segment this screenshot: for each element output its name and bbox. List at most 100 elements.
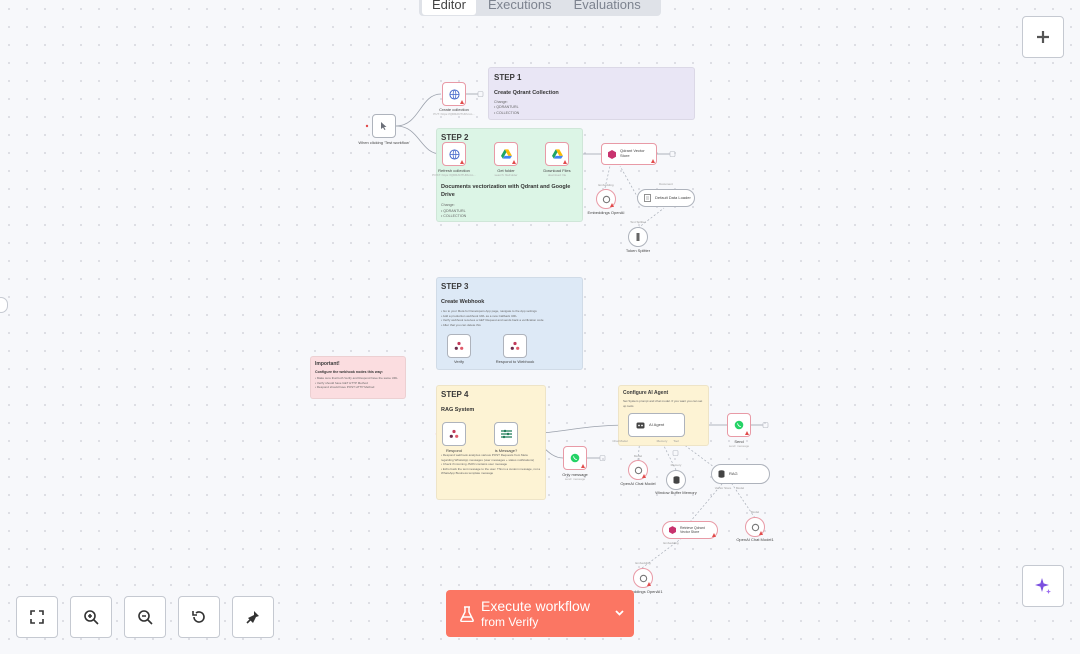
openai-icon <box>602 195 610 203</box>
qdrant-icon <box>669 526 676 534</box>
node-label: Window Buffer Memory <box>655 490 697 495</box>
node-openai-chat-model-1[interactable] <box>745 517 765 537</box>
node-send[interactable] <box>727 413 751 437</box>
sticky-line: Change: <box>494 100 508 104</box>
node-embeddings-openai-1[interactable] <box>633 568 653 588</box>
robot-icon <box>636 422 645 429</box>
node-ai-agent[interactable]: AI Agent <box>628 413 685 437</box>
tab-editor[interactable]: Editor <box>422 0 476 15</box>
node-subtitle: download: file <box>547 173 567 177</box>
sticky-important[interactable]: Important! Configure the webhook nodes t… <box>310 356 406 399</box>
sticky-title: Configure AI Agent <box>623 390 669 396</box>
document-icon <box>644 194 651 202</box>
node-label: AI Agent <box>649 421 665 427</box>
sticky-title: STEP 3 <box>441 282 469 291</box>
node-embeddings-openai[interactable] <box>596 189 616 209</box>
node-respond-to-webhook[interactable] <box>503 334 527 358</box>
node-manual-trigger[interactable] <box>372 114 396 138</box>
node-create-collection[interactable] <box>442 82 466 106</box>
node-label: Respond to Webhook <box>495 359 535 364</box>
sticky-body: Change: • QDRANTURL • COLLECTION <box>494 100 689 116</box>
sticky-title: Important! <box>315 361 340 367</box>
node-rag-tool[interactable]: RAG <box>711 464 770 484</box>
zoom-out-icon <box>138 610 153 625</box>
node-label: Default Data Loader <box>655 194 691 200</box>
node-openai-chat-model[interactable] <box>628 460 648 480</box>
openai-icon <box>639 574 647 582</box>
execute-workflow-button[interactable]: Execute workflow from Verify <box>446 590 634 637</box>
node-tag: Model <box>735 486 745 490</box>
sticky-line: • After that you can delete this <box>441 322 481 327</box>
openai-icon <box>751 523 759 531</box>
node-refresh-collection[interactable] <box>442 142 466 166</box>
whatsapp-icon <box>570 453 580 463</box>
sticky-line: • Verify should have GET HTTP Method <box>315 380 368 385</box>
sticky-subtitle: Create Qdrant Collection <box>494 90 559 96</box>
sticky-body: • Respond webhook analyzes various POST … <box>441 453 541 476</box>
node-verify-webhook[interactable] <box>447 334 471 358</box>
node-tag: Vector Store <box>714 486 732 490</box>
globe-icon <box>448 148 460 160</box>
node-tag: Document <box>659 182 673 186</box>
add-node-button[interactable] <box>1022 16 1064 58</box>
tidy-up-icon <box>246 611 259 624</box>
node-subtitle: send: message <box>564 477 586 481</box>
sticky-line: • Check if incoming JSON contains user m… <box>441 462 508 466</box>
sticky-body: • Make sure that both Verify and Respond… <box>315 376 401 390</box>
qdrant-icon <box>608 149 616 159</box>
node-download-files[interactable] <box>545 142 569 166</box>
node-is-message[interactable] <box>494 422 518 446</box>
node-get-folder[interactable] <box>494 142 518 166</box>
node-label: Embeddings OpenAI1 <box>623 589 663 594</box>
zoom-in-button[interactable] <box>70 596 112 638</box>
node-label: Verify <box>453 359 464 364</box>
webhook-icon <box>454 341 464 350</box>
ai-assistant-button[interactable] <box>1022 565 1064 607</box>
sticky-line: • Verify webhook receives a GET Request … <box>441 318 544 322</box>
node-tag: Tool <box>673 439 679 443</box>
node-label: Retrieve Qdrant Vector Store <box>680 525 705 534</box>
database-icon <box>673 476 679 484</box>
sticky-step-1[interactable]: STEP 1 Create Qdrant Collection Change: … <box>488 67 695 120</box>
sticky-line: Change: <box>441 203 455 208</box>
tab-evaluations[interactable]: Evaluations <box>573 0 641 12</box>
splitter-icon <box>636 233 640 241</box>
database-icon <box>718 470 725 478</box>
sticky-title: STEP 2 <box>441 133 469 142</box>
node-subtitle: search: fileFolder <box>494 173 518 177</box>
node-token-splitter[interactable] <box>628 227 648 247</box>
node-respond-webhook[interactable] <box>442 422 466 446</box>
node-tag: Memory <box>656 439 668 443</box>
tab-executions[interactable]: Executions <box>487 0 552 12</box>
filter-icon <box>500 429 512 439</box>
openai-icon <box>634 466 642 474</box>
node-default-data-loader[interactable]: Default Data Loader <box>637 189 695 207</box>
node-qdrant-vector-store[interactable]: Qdrant Vector Store <box>601 143 657 165</box>
node-only-message[interactable] <box>563 446 587 470</box>
node-retrieve-qdrant-store[interactable]: Retrieve Qdrant Vector Store <box>662 521 718 539</box>
node-label: Token Splitter <box>625 248 651 253</box>
fit-view-icon <box>30 610 44 624</box>
sticky-line: • Respond webhook analyzes various POST … <box>441 453 535 462</box>
sticky-body: Set System prompt and chat model. If you… <box>623 399 703 408</box>
node-tag: Model <box>750 510 760 514</box>
sticky-subtitle: Create Webhook <box>441 299 485 305</box>
view-tabs: Editor Executions Evaluations <box>419 0 661 16</box>
zoom-out-button[interactable] <box>124 596 166 638</box>
node-label: OpenAI Chat Model1 <box>736 537 774 542</box>
reset-zoom-button[interactable] <box>178 596 220 638</box>
sticky-line: • Make sure that both Verify and Respond… <box>315 376 398 380</box>
node-tag: Chat Model <box>612 439 628 443</box>
node-label: is Message? <box>494 448 518 453</box>
node-window-buffer-memory[interactable] <box>666 470 686 490</box>
sticky-line: • QDRANTURL <box>494 105 519 110</box>
sticky-body: • Go to your Meta for Developers App pag… <box>441 309 578 327</box>
fit-view-button[interactable] <box>16 596 58 638</box>
sticky-line: • Respond should have POST HTTP Method <box>315 385 375 389</box>
sticky-subtitle: Configure the webhook nodes this way: <box>315 370 383 374</box>
node-label: Qdrant Vector Store <box>620 148 645 158</box>
chevron-down-icon[interactable] <box>614 607 625 618</box>
tidy-up-button[interactable] <box>232 596 274 638</box>
sticky-body: Change: • QDRANTURL • COLLECTION <box>441 203 578 219</box>
